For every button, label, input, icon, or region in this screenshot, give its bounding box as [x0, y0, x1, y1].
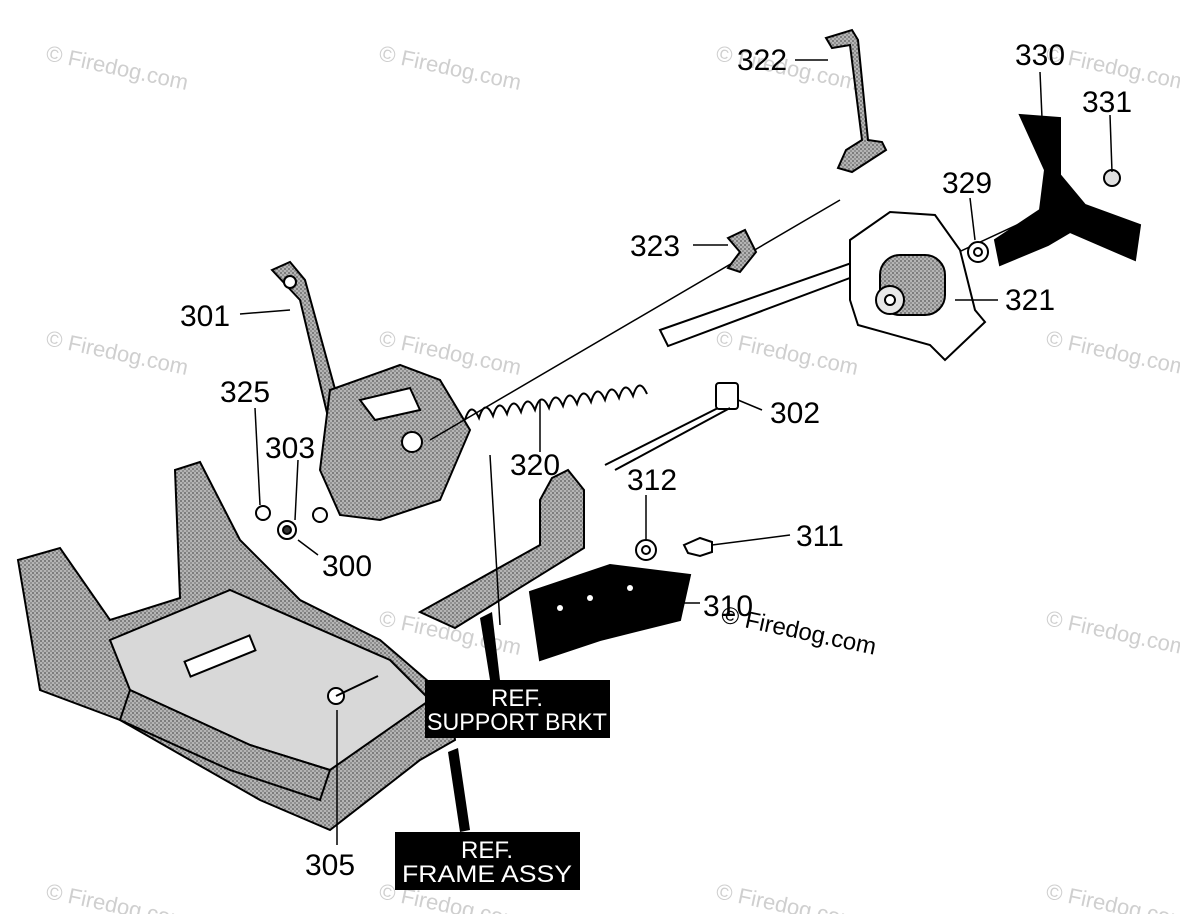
leader-lines: [239, 59, 1113, 845]
rod-322: [824, 28, 888, 174]
frame-assembly: [16, 460, 457, 832]
callout-320: 320: [510, 449, 560, 482]
ref-box-frame: REF. FRAME ASSY: [395, 832, 580, 890]
callout-312: 312: [627, 464, 677, 497]
watermark: © Firedog.com: [714, 325, 861, 380]
callout-330: 330: [1015, 39, 1065, 72]
callout-325: 325: [220, 376, 270, 409]
callouts: 322 330 331 329 323 321 301 325 302 303 …: [180, 39, 1132, 882]
callout-300: 300: [322, 550, 372, 583]
support-bracket: [417, 468, 585, 630]
callout-323: 323: [630, 230, 680, 263]
ref-box-frame-bg: [395, 832, 580, 890]
watermark: © Firedog.com: [1044, 878, 1180, 914]
callout-322: 322: [737, 44, 787, 77]
ref-support-line2: SUPPORT BRKT: [427, 709, 607, 736]
ref-arrows: [448, 612, 500, 832]
callout-302: 302: [770, 397, 820, 430]
pivot-housing: [318, 363, 472, 522]
spring: [464, 384, 648, 421]
watermark: © Firedog.com: [1044, 325, 1180, 380]
ref-box-support: REF. SUPPORT BRKT: [425, 680, 610, 738]
ref-support-line1: REF.: [491, 685, 543, 712]
watermark: © Firedog.com: [44, 878, 191, 914]
ref-box-support-bg: [425, 680, 610, 738]
callout-305: 305: [305, 849, 355, 882]
bolt-302: [604, 382, 739, 471]
callout-310: 310: [703, 590, 753, 623]
watermark: © Firedog.com: [714, 40, 861, 95]
watermark-group: © Firedog.com © Firedog.com © Firedog.co…: [44, 40, 1180, 914]
watermark: © Firedog.com: [377, 40, 524, 95]
clip-323: [726, 228, 758, 274]
ref-frame-line2: FRAME ASSY: [402, 861, 572, 888]
watermark: © Firedog.com: [44, 40, 191, 95]
callout-303: 303: [265, 432, 315, 465]
handle-knob: [993, 113, 1142, 267]
watermark: © Firedog.com: [1044, 605, 1180, 660]
watermark: © Firedog.com: [44, 325, 191, 380]
watermark: © Firedog.com: [714, 878, 861, 914]
cover-plate: [528, 563, 692, 662]
callout-329: 329: [942, 167, 992, 200]
callout-331: 331: [1082, 86, 1132, 119]
ref-frame-line1: REF.: [461, 837, 513, 864]
callout-311: 311: [796, 520, 844, 553]
callout-321: 321: [1005, 284, 1055, 317]
watermark-overlay: © Firedog.com: [719, 601, 879, 660]
callout-301: 301: [180, 300, 230, 333]
hardware: [255, 169, 1121, 561]
mount-plate: [849, 210, 987, 362]
